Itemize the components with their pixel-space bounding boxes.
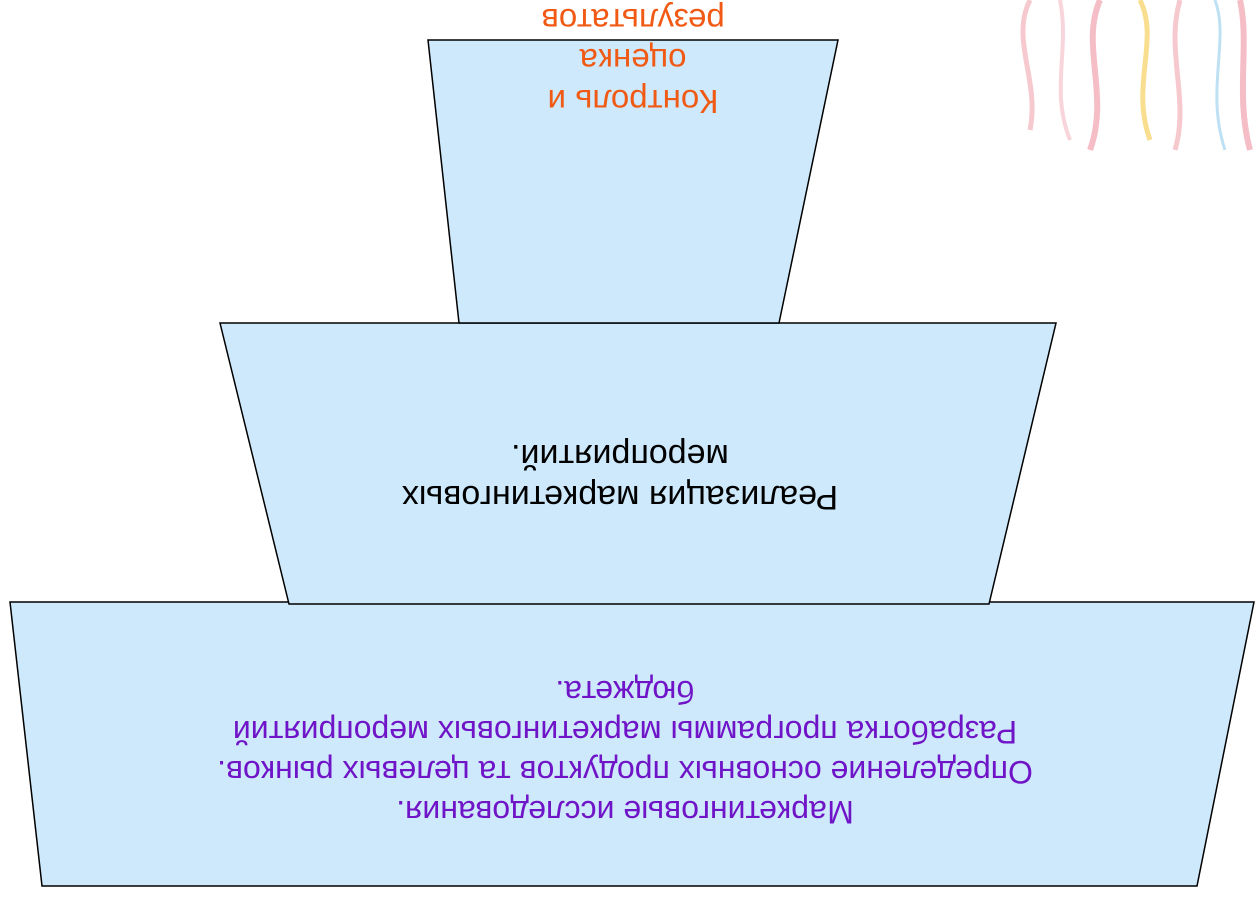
top-tier-line: оценка [579,42,687,80]
bottom-tier-line: бюджета. [555,674,695,711]
top-tier-line: Контроль и [547,82,719,120]
bottom-tier-line: Определение основных продуктов та целевы… [217,754,1033,791]
top-tier-line: результатов [541,2,725,40]
middle-tier-line: Реализация маркетинговых [401,478,839,517]
decorative-streamers [1020,0,1253,152]
top-tier-label: Контроль и оценка результатов [448,0,818,160]
middle-tier-label: Реализация маркетинговых мероприятий. [260,426,980,526]
bottom-tier-line: Маркетинговые исследования. [396,794,854,831]
bottom-tier-line: Разработка программы маркетинговых мероп… [232,714,1018,751]
middle-tier-line: мероприятий. [511,437,729,475]
top-tier-shape [427,39,839,324]
bottom-tier-label: Маркетинговые исследования. Определение … [30,660,1220,845]
